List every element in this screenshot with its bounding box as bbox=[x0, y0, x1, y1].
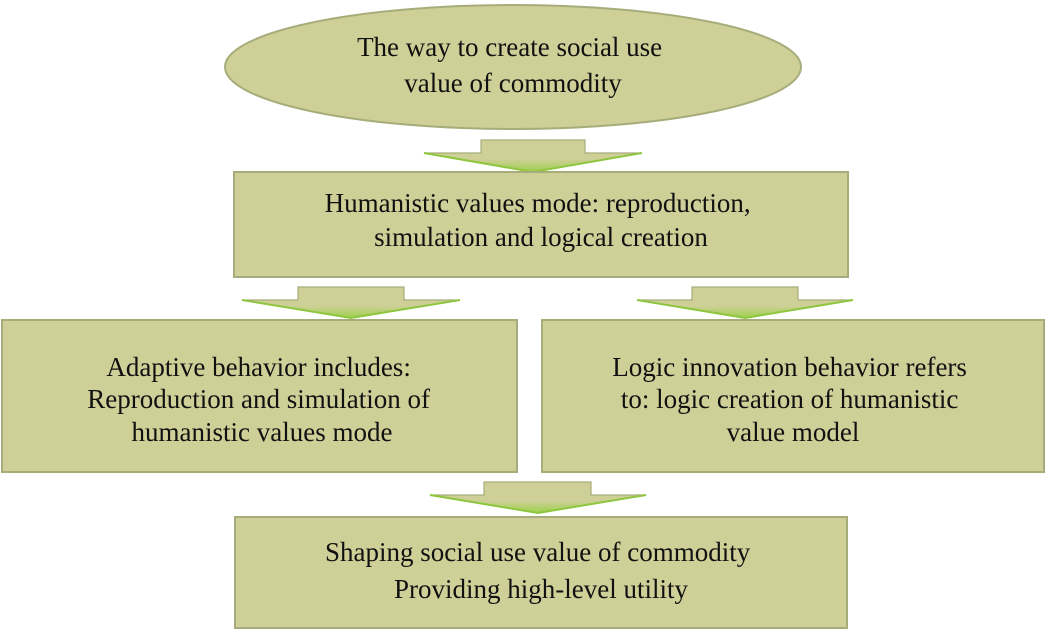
start-line-2: value of commodity bbox=[404, 68, 622, 98]
start-ellipse-text: The way to create social use value of co… bbox=[357, 32, 669, 98]
down-arrow-1 bbox=[423, 139, 643, 174]
start-ellipse bbox=[224, 4, 802, 130]
mode-box-text: Humanistic values mode: reproduction, si… bbox=[325, 188, 758, 252]
result-box bbox=[234, 516, 848, 629]
logic-innovation-text: Logic innovation behavior refers to: log… bbox=[612, 352, 973, 447]
result-line-2: Providing high-level utility bbox=[394, 574, 688, 604]
result-line-1: Shaping social use value of commodity bbox=[325, 537, 751, 567]
logic-line-2: to: logic creation of humanistic bbox=[621, 384, 958, 414]
result-box-text: Shaping social use value of commodity Pr… bbox=[325, 537, 757, 604]
start-line-1: The way to create social use bbox=[357, 32, 662, 62]
down-arrow-4 bbox=[429, 481, 647, 515]
adaptive-behavior-box bbox=[1, 319, 518, 473]
down-arrow-3 bbox=[636, 286, 854, 320]
logic-line-1: Logic innovation behavior refers bbox=[612, 352, 967, 382]
adaptive-line-1: Adaptive behavior includes: bbox=[106, 352, 410, 382]
mode-line-2: simulation and logical creation bbox=[374, 222, 708, 252]
adaptive-behavior-text: Adaptive behavior includes: Reproduction… bbox=[87, 352, 436, 447]
adaptive-line-3: humanistic values mode bbox=[132, 417, 393, 447]
down-arrow-2 bbox=[241, 286, 461, 320]
logic-line-3: value model bbox=[727, 417, 860, 447]
mode-line-1: Humanistic values mode: reproduction, bbox=[325, 188, 751, 218]
logic-innovation-box bbox=[541, 319, 1045, 473]
mode-box bbox=[233, 171, 849, 278]
adaptive-line-2: Reproduction and simulation of bbox=[87, 384, 430, 414]
